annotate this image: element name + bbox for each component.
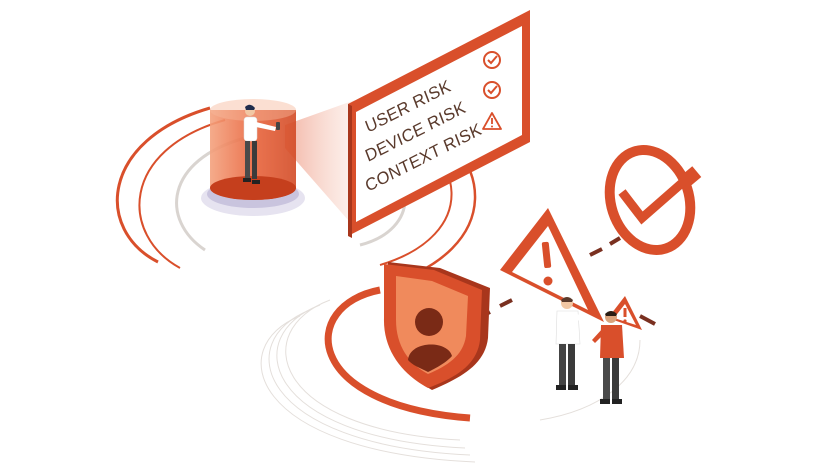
orbit-rings-bottom (260, 286, 641, 463)
risk-panel (348, 10, 530, 238)
check-circle-icon (604, 145, 702, 255)
scanned-user-figure (243, 104, 280, 184)
warning-triangle-icon (608, 296, 642, 330)
connector-dashes (477, 236, 656, 326)
warning-triangle-icon (500, 208, 604, 322)
person-icon (592, 311, 624, 404)
shield-user-icon (383, 262, 490, 390)
warning-triangle-icon (482, 112, 502, 130)
check-circle-icon (483, 51, 501, 69)
check-circle-icon (483, 81, 501, 99)
person-icon (555, 297, 600, 390)
scan-beam (285, 100, 355, 228)
